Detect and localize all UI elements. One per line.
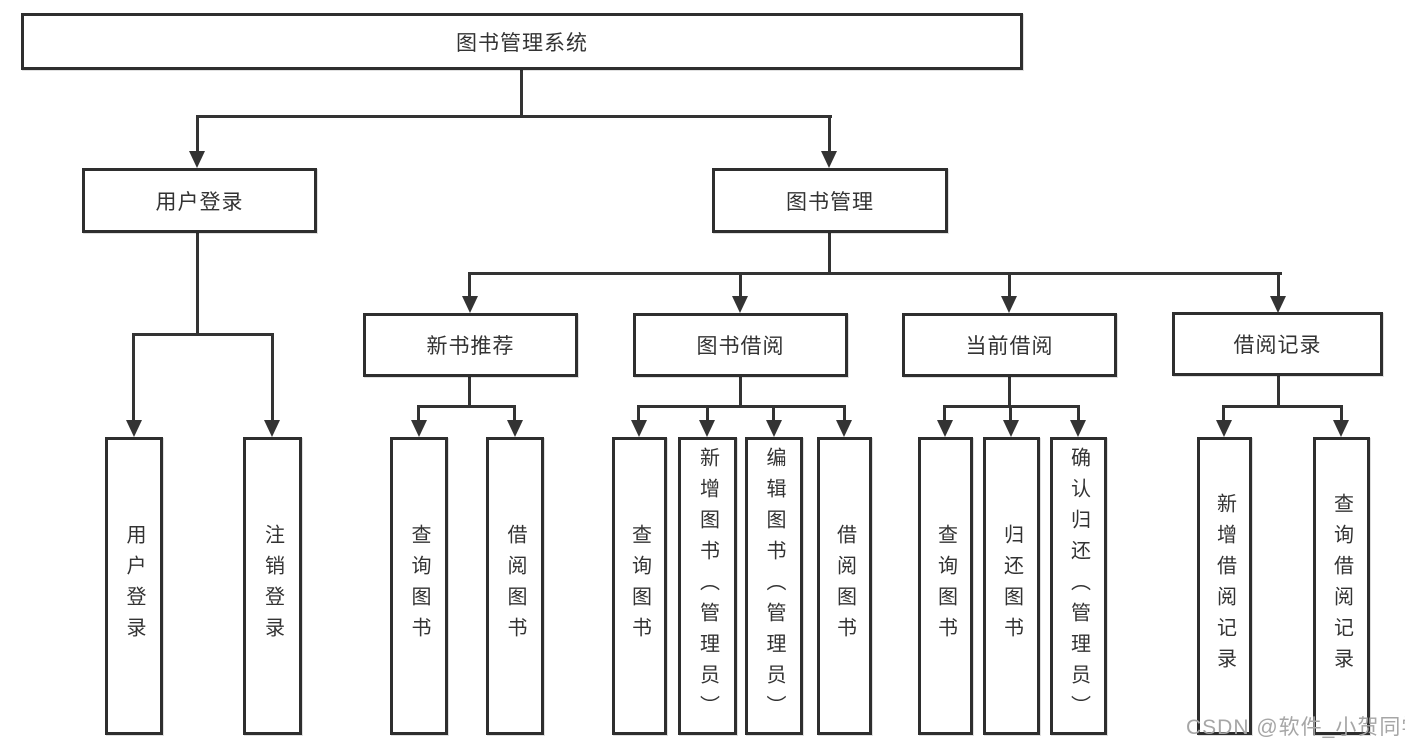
connector-arrow-cb-confirm-line — [1077, 405, 1080, 422]
connector-borrowrecords-stem — [1277, 376, 1280, 408]
connector-arrow-cb-query-line — [943, 405, 946, 422]
connector-borrowrecords-bus — [1222, 405, 1343, 408]
arrowhead-cb-confirm — [1070, 420, 1086, 437]
connector-arrow-nb-query-line — [417, 405, 420, 422]
connector-userlogin-stem — [196, 233, 199, 335]
node-root-system: 图书管理系统 — [21, 13, 1023, 70]
connector-arrow-user-login-line — [196, 115, 199, 153]
leaf-bb-edit-books-admin-label: 编辑图书（管理员） — [763, 446, 785, 726]
connector-bookmgmt-stem — [828, 233, 831, 275]
arrowhead-book-mgmt — [821, 151, 837, 168]
leaf-cb-confirm-return-admin: 确认归还（管理员） — [1050, 437, 1107, 735]
arrowhead-nb-query — [411, 420, 427, 437]
connector-arrow-leaf-logout-line — [271, 333, 274, 422]
node-book-borrow: 图书借阅 — [633, 313, 848, 377]
leaf-bb-add-books-admin-label: 新增图书（管理员） — [696, 446, 719, 726]
leaf-br-add-record: 新增借阅记录 — [1197, 437, 1252, 735]
arrowhead-leaf-userlogin — [126, 420, 142, 437]
node-root-system-label: 图书管理系统 — [456, 31, 588, 55]
leaf-user-login-label: 用户登录 — [123, 524, 145, 648]
leaf-br-add-record-label: 新增借阅记录 — [1213, 493, 1236, 679]
arrowhead-cb-query — [937, 420, 953, 437]
connector-arrow-bb-borrow-line — [843, 405, 846, 422]
arrowhead-cb-return — [1003, 420, 1019, 437]
leaf-bb-edit-books-admin: 编辑图书（管理员） — [745, 437, 803, 735]
leaf-cb-return-books: 归还图书 — [983, 437, 1040, 735]
leaf-bb-query-books: 查询图书 — [612, 437, 667, 735]
connector-root-bus — [196, 115, 832, 118]
node-user-login: 用户登录 — [82, 168, 317, 233]
connector-bookborrow-stem — [739, 377, 742, 408]
node-borrow-records: 借阅记录 — [1172, 312, 1383, 376]
leaf-cb-query-books-label: 查询图书 — [934, 524, 957, 648]
connector-arrow-bb-query-line — [637, 405, 640, 422]
connector-arrow-cb-return-line — [1009, 405, 1012, 422]
connector-arrow-br-add-line — [1222, 405, 1225, 422]
node-book-mgmt-label: 图书管理 — [786, 190, 874, 214]
node-new-book-rec: 新书推荐 — [363, 313, 578, 377]
leaf-nb-query-books-label: 查询图书 — [408, 524, 430, 648]
arrowhead-bookborrow — [732, 296, 748, 313]
node-borrow-records-label: 借阅记录 — [1233, 334, 1322, 357]
leaf-br-query-record: 查询借阅记录 — [1313, 437, 1370, 735]
leaf-cb-query-books: 查询图书 — [918, 437, 973, 735]
leaf-user-login: 用户登录 — [105, 437, 163, 735]
connector-arrow-nb-borrow-line — [513, 405, 516, 422]
leaf-nb-borrow-books: 借阅图书 — [486, 437, 544, 735]
arrowhead-br-query — [1333, 420, 1349, 437]
leaf-bb-query-books-label: 查询图书 — [628, 524, 651, 648]
connector-arrow-bb-edit-line — [772, 405, 775, 422]
connector-newbook-stem — [468, 377, 471, 408]
arrowhead-user-login — [189, 151, 205, 168]
connector-newbook-bus — [417, 405, 516, 408]
connector-currentborrow-stem — [1008, 377, 1011, 408]
connector-arrow-book-mgmt-line — [828, 115, 831, 153]
connector-arrow-bookborrow-line — [739, 272, 742, 298]
connector-arrow-newbook-line — [468, 272, 471, 298]
connector-userlogin-bus — [132, 333, 274, 336]
connector-arrow-borrowrecords-line — [1277, 272, 1280, 298]
connector-bookmgmt-bus — [468, 272, 1282, 275]
connector-arrow-currentborrow-line — [1008, 272, 1011, 298]
connector-root-stem — [520, 70, 523, 118]
leaf-logout: 注销登录 — [243, 437, 302, 735]
csdn-watermark: CSDN @软件_小贺同学 — [1186, 716, 1405, 739]
leaf-br-query-record-label: 查询借阅记录 — [1330, 493, 1353, 679]
leaf-logout-label: 注销登录 — [261, 524, 284, 648]
connector-arrow-leaf-userlogin-line — [132, 333, 135, 422]
node-new-book-rec-label: 新书推荐 — [426, 335, 515, 358]
leaf-cb-confirm-return-admin-label: 确认归还（管理员） — [1067, 446, 1090, 726]
leaf-nb-query-books: 查询图书 — [390, 437, 448, 735]
arrowhead-currentborrow — [1001, 296, 1017, 313]
node-current-borrow-label: 当前借阅 — [965, 335, 1054, 358]
connector-arrow-br-query-line — [1340, 405, 1343, 422]
leaf-bb-borrow-books-label: 借阅图书 — [833, 524, 856, 648]
leaf-bb-add-books-admin: 新增图书（管理员） — [678, 437, 737, 735]
connector-arrow-bb-add-line — [706, 405, 709, 422]
arrowhead-bb-add — [699, 420, 715, 437]
arrowhead-nb-borrow — [507, 420, 523, 437]
node-current-borrow: 当前借阅 — [902, 313, 1117, 377]
node-user-login-label: 用户登录 — [155, 190, 244, 214]
arrowhead-leaf-logout — [264, 420, 280, 437]
leaf-bb-borrow-books: 借阅图书 — [817, 437, 872, 735]
arrowhead-bb-query — [631, 420, 647, 437]
node-book-mgmt: 图书管理 — [712, 168, 948, 233]
arrowhead-borrowrecords — [1270, 296, 1286, 313]
arrowhead-bb-borrow — [836, 420, 852, 437]
leaf-cb-return-books-label: 归还图书 — [1000, 524, 1023, 648]
node-book-borrow-label: 图书借阅 — [696, 335, 785, 358]
connector-bookborrow-bus — [637, 405, 846, 408]
arrowhead-newbook — [462, 296, 478, 313]
arrowhead-bb-edit — [766, 420, 782, 437]
leaf-nb-borrow-books-label: 借阅图书 — [504, 524, 526, 648]
arrowhead-br-add — [1216, 420, 1232, 437]
